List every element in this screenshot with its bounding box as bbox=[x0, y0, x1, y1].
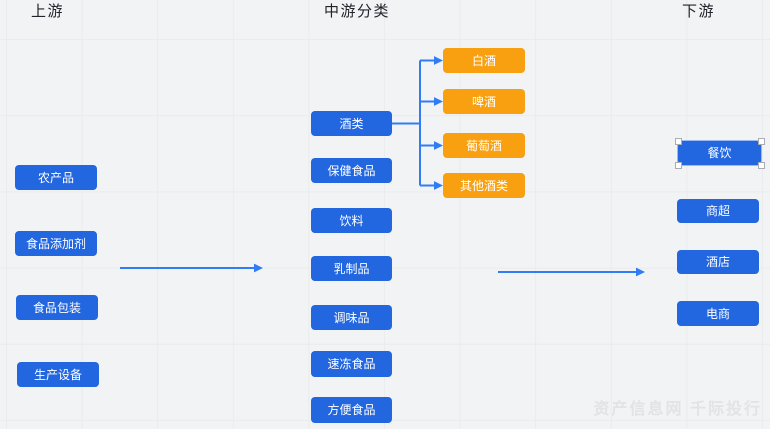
node-label-production-equipment: 生产设备 bbox=[33, 367, 82, 382]
node-supermarket[interactable]: 商超 bbox=[677, 199, 759, 223]
selection-handle-nw[interactable] bbox=[674, 137, 682, 145]
selection-handle-se[interactable] bbox=[757, 161, 765, 169]
node-beverages[interactable]: 饮料 bbox=[311, 208, 392, 233]
node-farm-products[interactable]: 农产品 bbox=[15, 165, 97, 190]
node-label-beverages: 饮料 bbox=[339, 213, 364, 228]
selection-handle-sw[interactable] bbox=[674, 161, 682, 169]
column-header-downstream: 下游 bbox=[682, 3, 716, 20]
node-food-packaging[interactable]: 食品包装 bbox=[16, 295, 98, 320]
watermark: 资产信息网 千际投行 bbox=[593, 401, 762, 418]
node-catering[interactable]: 餐饮 bbox=[677, 140, 762, 166]
node-label-farm-products: 农产品 bbox=[37, 170, 74, 185]
node-label-ecommerce: 电商 bbox=[705, 306, 730, 321]
node-label-instant-food: 方便食品 bbox=[327, 403, 376, 417]
node-frozen-food[interactable]: 速冻食品 bbox=[311, 351, 392, 377]
node-dairy-products[interactable]: 乳制品 bbox=[311, 256, 392, 281]
column-header-midstream: 中游分类 bbox=[324, 3, 391, 20]
node-hotel[interactable]: 酒店 bbox=[677, 250, 759, 274]
node-grape-wine[interactable]: 葡萄酒 bbox=[443, 133, 525, 158]
column-header-upstream: 上游 bbox=[31, 3, 65, 20]
node-production-equipment[interactable]: 生产设备 bbox=[17, 362, 99, 387]
node-label-hotel: 酒店 bbox=[705, 255, 730, 269]
node-label-liquor: 酒类 bbox=[339, 116, 364, 131]
node-label-dairy-products: 乳制品 bbox=[333, 261, 370, 276]
node-beer[interactable]: 啤酒 bbox=[443, 89, 525, 114]
node-condiments[interactable]: 调味品 bbox=[311, 305, 392, 330]
node-label-supermarket: 商超 bbox=[705, 204, 730, 218]
node-label-baijiu: 白酒 bbox=[471, 53, 496, 68]
node-label-condiments: 调味品 bbox=[333, 310, 370, 325]
node-label-food-additives: 食品添加剂 bbox=[25, 236, 86, 251]
node-label-beer: 啤酒 bbox=[471, 94, 496, 109]
node-label-other-liquor: 其他酒类 bbox=[459, 178, 508, 193]
node-liquor[interactable]: 酒类 bbox=[311, 111, 392, 136]
selection-handle-ne[interactable] bbox=[757, 137, 765, 145]
node-baijiu[interactable]: 白酒 bbox=[443, 48, 525, 73]
node-label-health-food: 保健食品 bbox=[327, 163, 376, 178]
node-food-additives[interactable]: 食品添加剂 bbox=[15, 231, 97, 256]
node-ecommerce[interactable]: 电商 bbox=[677, 301, 759, 326]
node-label-grape-wine: 葡萄酒 bbox=[465, 138, 502, 153]
node-label-frozen-food: 速冻食品 bbox=[327, 357, 376, 371]
node-other-liquor[interactable]: 其他酒类 bbox=[443, 173, 525, 198]
node-label-catering: 餐饮 bbox=[707, 146, 732, 160]
node-instant-food[interactable]: 方便食品 bbox=[311, 397, 392, 423]
node-health-food[interactable]: 保健食品 bbox=[311, 158, 392, 183]
node-label-food-packaging: 食品包装 bbox=[32, 300, 81, 315]
